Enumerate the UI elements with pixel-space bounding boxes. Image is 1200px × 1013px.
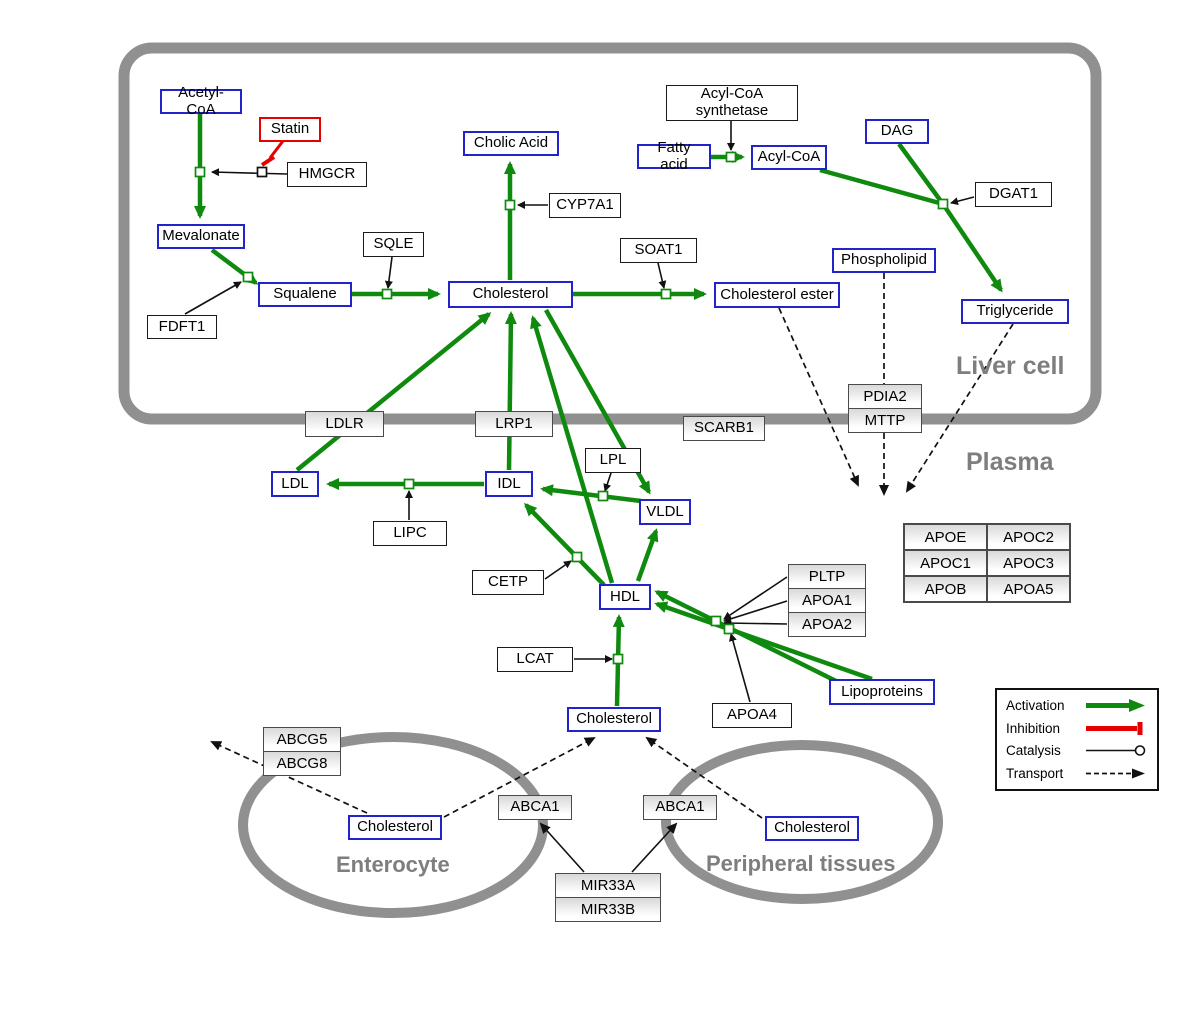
node-lpl[interactable]: LPL — [585, 448, 641, 473]
node-mir33a[interactable]: MIR33A — [555, 873, 661, 899]
legend-item-activation: Activation — [1006, 698, 1148, 713]
node-squalene[interactable]: Squalene — [258, 282, 352, 307]
node-pdia2[interactable]: PDIA2 — [848, 384, 922, 410]
catalysis-edges — [184, 121, 975, 873]
node-apob[interactable]: APOB — [904, 576, 987, 602]
node-ldl[interactable]: LDL — [271, 471, 319, 497]
node-fatty-acid[interactable]: Fatty acid — [637, 139, 711, 172]
region-label-enterocyte: Enterocyte — [336, 852, 450, 877]
stack-pltp-apoa1-apoa2: PLTP APOA1 APOA2 — [788, 564, 866, 638]
node-cyp7a1[interactable]: CYP7A1 — [549, 193, 621, 218]
node-abca1-right[interactable]: ABCA1 — [643, 795, 717, 820]
node-sqle[interactable]: SQLE — [363, 232, 424, 257]
activation-edges — [194, 113, 1003, 707]
transport-arrow-icon — [1086, 768, 1145, 779]
liver-cell-membrane — [118, 42, 1102, 425]
node-cholesterol-liver[interactable]: Cholesterol — [448, 281, 573, 308]
node-scarb1[interactable]: SCARB1 — [683, 416, 765, 441]
stack-mir33a-mir33b: MIR33A MIR33B — [555, 873, 661, 923]
region-label-liver-cell: Liver cell — [956, 352, 1065, 380]
node-acyl-coa-synthetase[interactable]: Acyl-CoA synthetase — [666, 85, 798, 121]
node-apoc2[interactable]: APOC2 — [987, 524, 1070, 550]
node-ldlr[interactable]: LDLR — [305, 411, 384, 437]
stack-pdia2-mttp: PDIA2 MTTP — [848, 384, 922, 434]
node-cholic-acid[interactable]: Cholic Acid — [463, 131, 559, 156]
node-apoa4[interactable]: APOA4 — [712, 703, 792, 728]
node-apoc3[interactable]: APOC3 — [987, 550, 1070, 576]
node-hmgcr[interactable]: HMGCR — [287, 162, 367, 187]
node-dag[interactable]: DAG — [865, 119, 929, 144]
stack-abcg5-abcg8: ABCG5 ABCG8 — [263, 727, 341, 777]
legend-activation-label: Activation — [1006, 697, 1065, 713]
node-mttp[interactable]: MTTP — [848, 407, 922, 434]
node-acetyl-coa[interactable]: Acetyl-CoA — [160, 84, 242, 117]
region-label-peripheral-tissues: Peripheral tissues — [706, 851, 896, 876]
node-acyl-coa[interactable]: Acyl-CoA — [751, 145, 827, 170]
legend-item-catalysis: Catalysis — [1006, 743, 1148, 758]
node-pltp[interactable]: PLTP — [788, 564, 866, 590]
legend: Activation Inhibition Catalysis Transpor… — [995, 688, 1159, 791]
node-apoe[interactable]: APOE — [904, 524, 987, 550]
legend-item-transport: Transport — [1006, 766, 1148, 781]
node-lipoproteins[interactable]: Lipoproteins — [829, 679, 935, 705]
node-soat1[interactable]: SOAT1 — [620, 238, 697, 263]
node-phospholipid[interactable]: Phospholipid — [832, 248, 936, 273]
catalysis-circle-icon — [1086, 745, 1146, 757]
node-hdl[interactable]: HDL — [599, 584, 651, 610]
node-abcg5[interactable]: ABCG5 — [263, 727, 341, 753]
node-idl[interactable]: IDL — [485, 471, 533, 497]
inhibition-edge — [260, 140, 285, 167]
node-apoa1[interactable]: APOA1 — [788, 587, 866, 614]
legend-catalysis-label: Catalysis — [1006, 743, 1061, 759]
region-label-plasma: Plasma — [966, 448, 1054, 476]
apolipoprotein-table: APOE APOC2 APOC1 APOC3 APOB APOA5 — [903, 523, 1071, 603]
node-dgat1[interactable]: DGAT1 — [975, 182, 1052, 207]
reaction-nodes — [194, 151, 949, 665]
legend-inhibition-label: Inhibition — [1006, 720, 1061, 736]
node-mir33b[interactable]: MIR33B — [555, 896, 661, 923]
node-apoa2[interactable]: APOA2 — [788, 611, 866, 638]
node-cholesterol-enterocyte[interactable]: Cholesterol — [348, 815, 442, 840]
node-cholesterol-ester[interactable]: Cholesterol ester — [714, 282, 840, 308]
node-cholesterol-plasma[interactable]: Cholesterol — [567, 707, 661, 732]
node-lrp1[interactable]: LRP1 — [475, 411, 553, 437]
node-lipc[interactable]: LIPC — [373, 521, 447, 546]
node-abcg8[interactable]: ABCG8 — [263, 750, 341, 777]
activation-arrow-icon — [1086, 698, 1145, 712]
inhibition-bar-icon — [1086, 721, 1143, 735]
peripheral-tissues-membrane — [661, 740, 943, 904]
node-mevalonate[interactable]: Mevalonate — [157, 224, 245, 249]
membranes — [118, 42, 1102, 918]
legend-transport-label: Transport — [1006, 766, 1064, 782]
node-cholesterol-peripheral[interactable]: Cholesterol — [765, 816, 859, 841]
legend-item-inhibition: Inhibition — [1006, 721, 1148, 736]
transport-edges — [210, 273, 1014, 819]
node-statin[interactable]: Statin — [259, 117, 321, 142]
node-cetp[interactable]: CETP — [472, 570, 544, 595]
node-apoc1[interactable]: APOC1 — [904, 550, 987, 576]
node-triglyceride[interactable]: Triglyceride — [961, 299, 1069, 324]
node-vldl[interactable]: VLDL — [639, 499, 691, 525]
node-lcat[interactable]: LCAT — [497, 647, 573, 672]
node-abca1-left[interactable]: ABCA1 — [498, 795, 572, 820]
node-fdft1[interactable]: FDFT1 — [147, 315, 217, 339]
node-apoa5[interactable]: APOA5 — [987, 576, 1070, 602]
